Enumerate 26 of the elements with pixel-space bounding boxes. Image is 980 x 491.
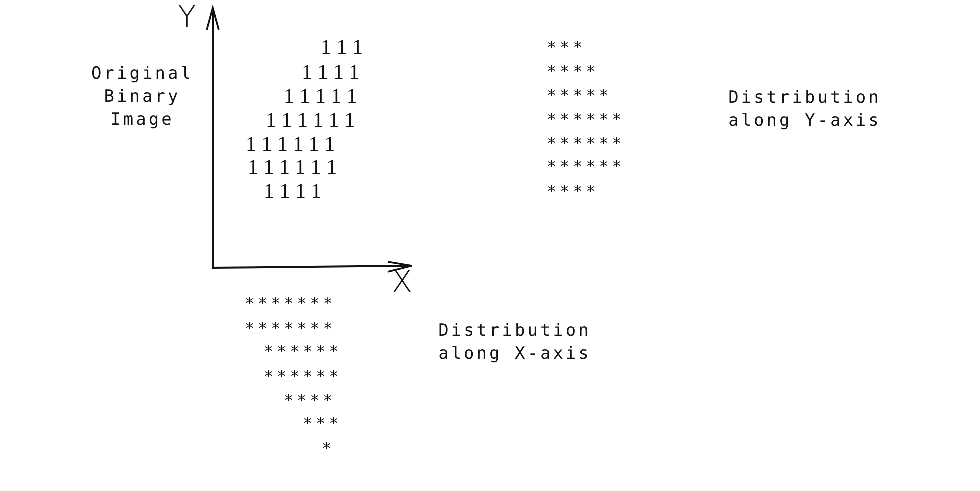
binary-row: 111 [321,37,369,58]
histogram-row: ****** [547,159,626,175]
histogram-row: *** [547,40,586,56]
binary-row: 1111 [264,181,328,202]
histogram-row: ***** [547,88,612,104]
histogram-row: **** [547,64,600,80]
axis-label: Y [178,3,196,33]
axis-label: X [392,268,413,298]
caption-text: Distribution along Y-axis [728,87,882,133]
histogram-row: ****** [547,112,626,128]
histogram-row: *** [303,416,342,432]
binary-row: 1111 [302,62,366,83]
histogram-row: ****** [264,369,342,385]
binary-row: 111111 [248,157,344,178]
histogram-row: ****** [264,344,342,360]
binary-row: 111111 [266,110,362,131]
histogram-row: ******* [245,321,336,337]
binary-row: 11111 [284,86,364,107]
caption-text: Distribution along X-axis [438,320,592,366]
histogram-row: ****** [547,136,626,152]
binary-row: 111111 [246,134,342,155]
histogram-row: * [322,441,336,457]
histogram-row: ******* [245,296,336,312]
histogram-row: **** [284,393,336,409]
caption-text: Original Binary Image [90,63,194,132]
histogram-row: **** [547,184,600,200]
